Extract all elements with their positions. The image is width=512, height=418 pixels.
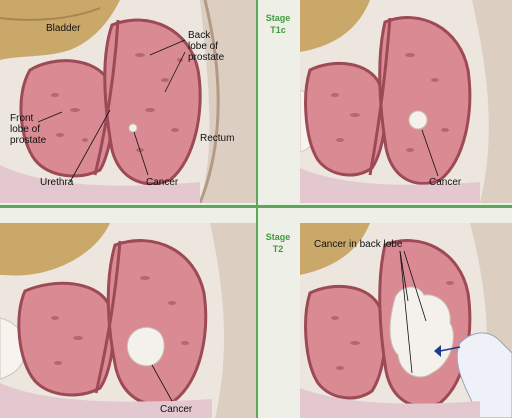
stage-t2-left-illustration (0, 223, 256, 418)
stage-label-t1c-line2: T1c (258, 25, 298, 35)
front-lobe-label-line2: lobe of (10, 124, 40, 135)
front-lobe-label-line1: Front (10, 113, 33, 124)
horizontal-divider (0, 205, 512, 208)
stage-t2-illustration (300, 223, 512, 418)
back-lobe-label-line1: Back (188, 30, 210, 41)
stage-label-t2-line2: T2 (258, 244, 298, 254)
front-lobe-label-line3: prostate (10, 135, 46, 146)
rectum-label: Rectum (200, 133, 234, 144)
cancer-cluster-small (409, 111, 427, 129)
cancer-cluster-medium (127, 327, 164, 365)
panel-stage-t1c: Cancer (300, 0, 512, 203)
bladder-label: Bladder (46, 23, 80, 34)
vertical-divider (256, 0, 258, 418)
anatomy-illustration (0, 0, 256, 203)
panel-stage-t2: Cancer in back lobe (300, 223, 512, 418)
back-lobe-shape (105, 20, 200, 184)
back-lobe-label-line2: lobe of (188, 41, 218, 52)
urethra-label: Urethra (40, 177, 73, 188)
stage-t1c-illustration (300, 0, 512, 203)
stage-label-t2-line1: Stage (258, 232, 298, 242)
back-lobe-label-line3: prostate (188, 52, 224, 63)
panel-stage-t2-alt: Cancer (0, 223, 256, 418)
cancer-label: Cancer (160, 404, 192, 415)
cancer-spot (129, 124, 137, 132)
stage-label-t1c-line1: Stage (258, 13, 298, 23)
cancer-back-lobe-label: Cancer in back lobe (314, 239, 402, 250)
panel-anatomy: Bladder Back lobe of prostate Front lobe… (0, 0, 256, 203)
cancer-label: Cancer (429, 177, 461, 188)
cancer-label: Cancer (146, 177, 178, 188)
